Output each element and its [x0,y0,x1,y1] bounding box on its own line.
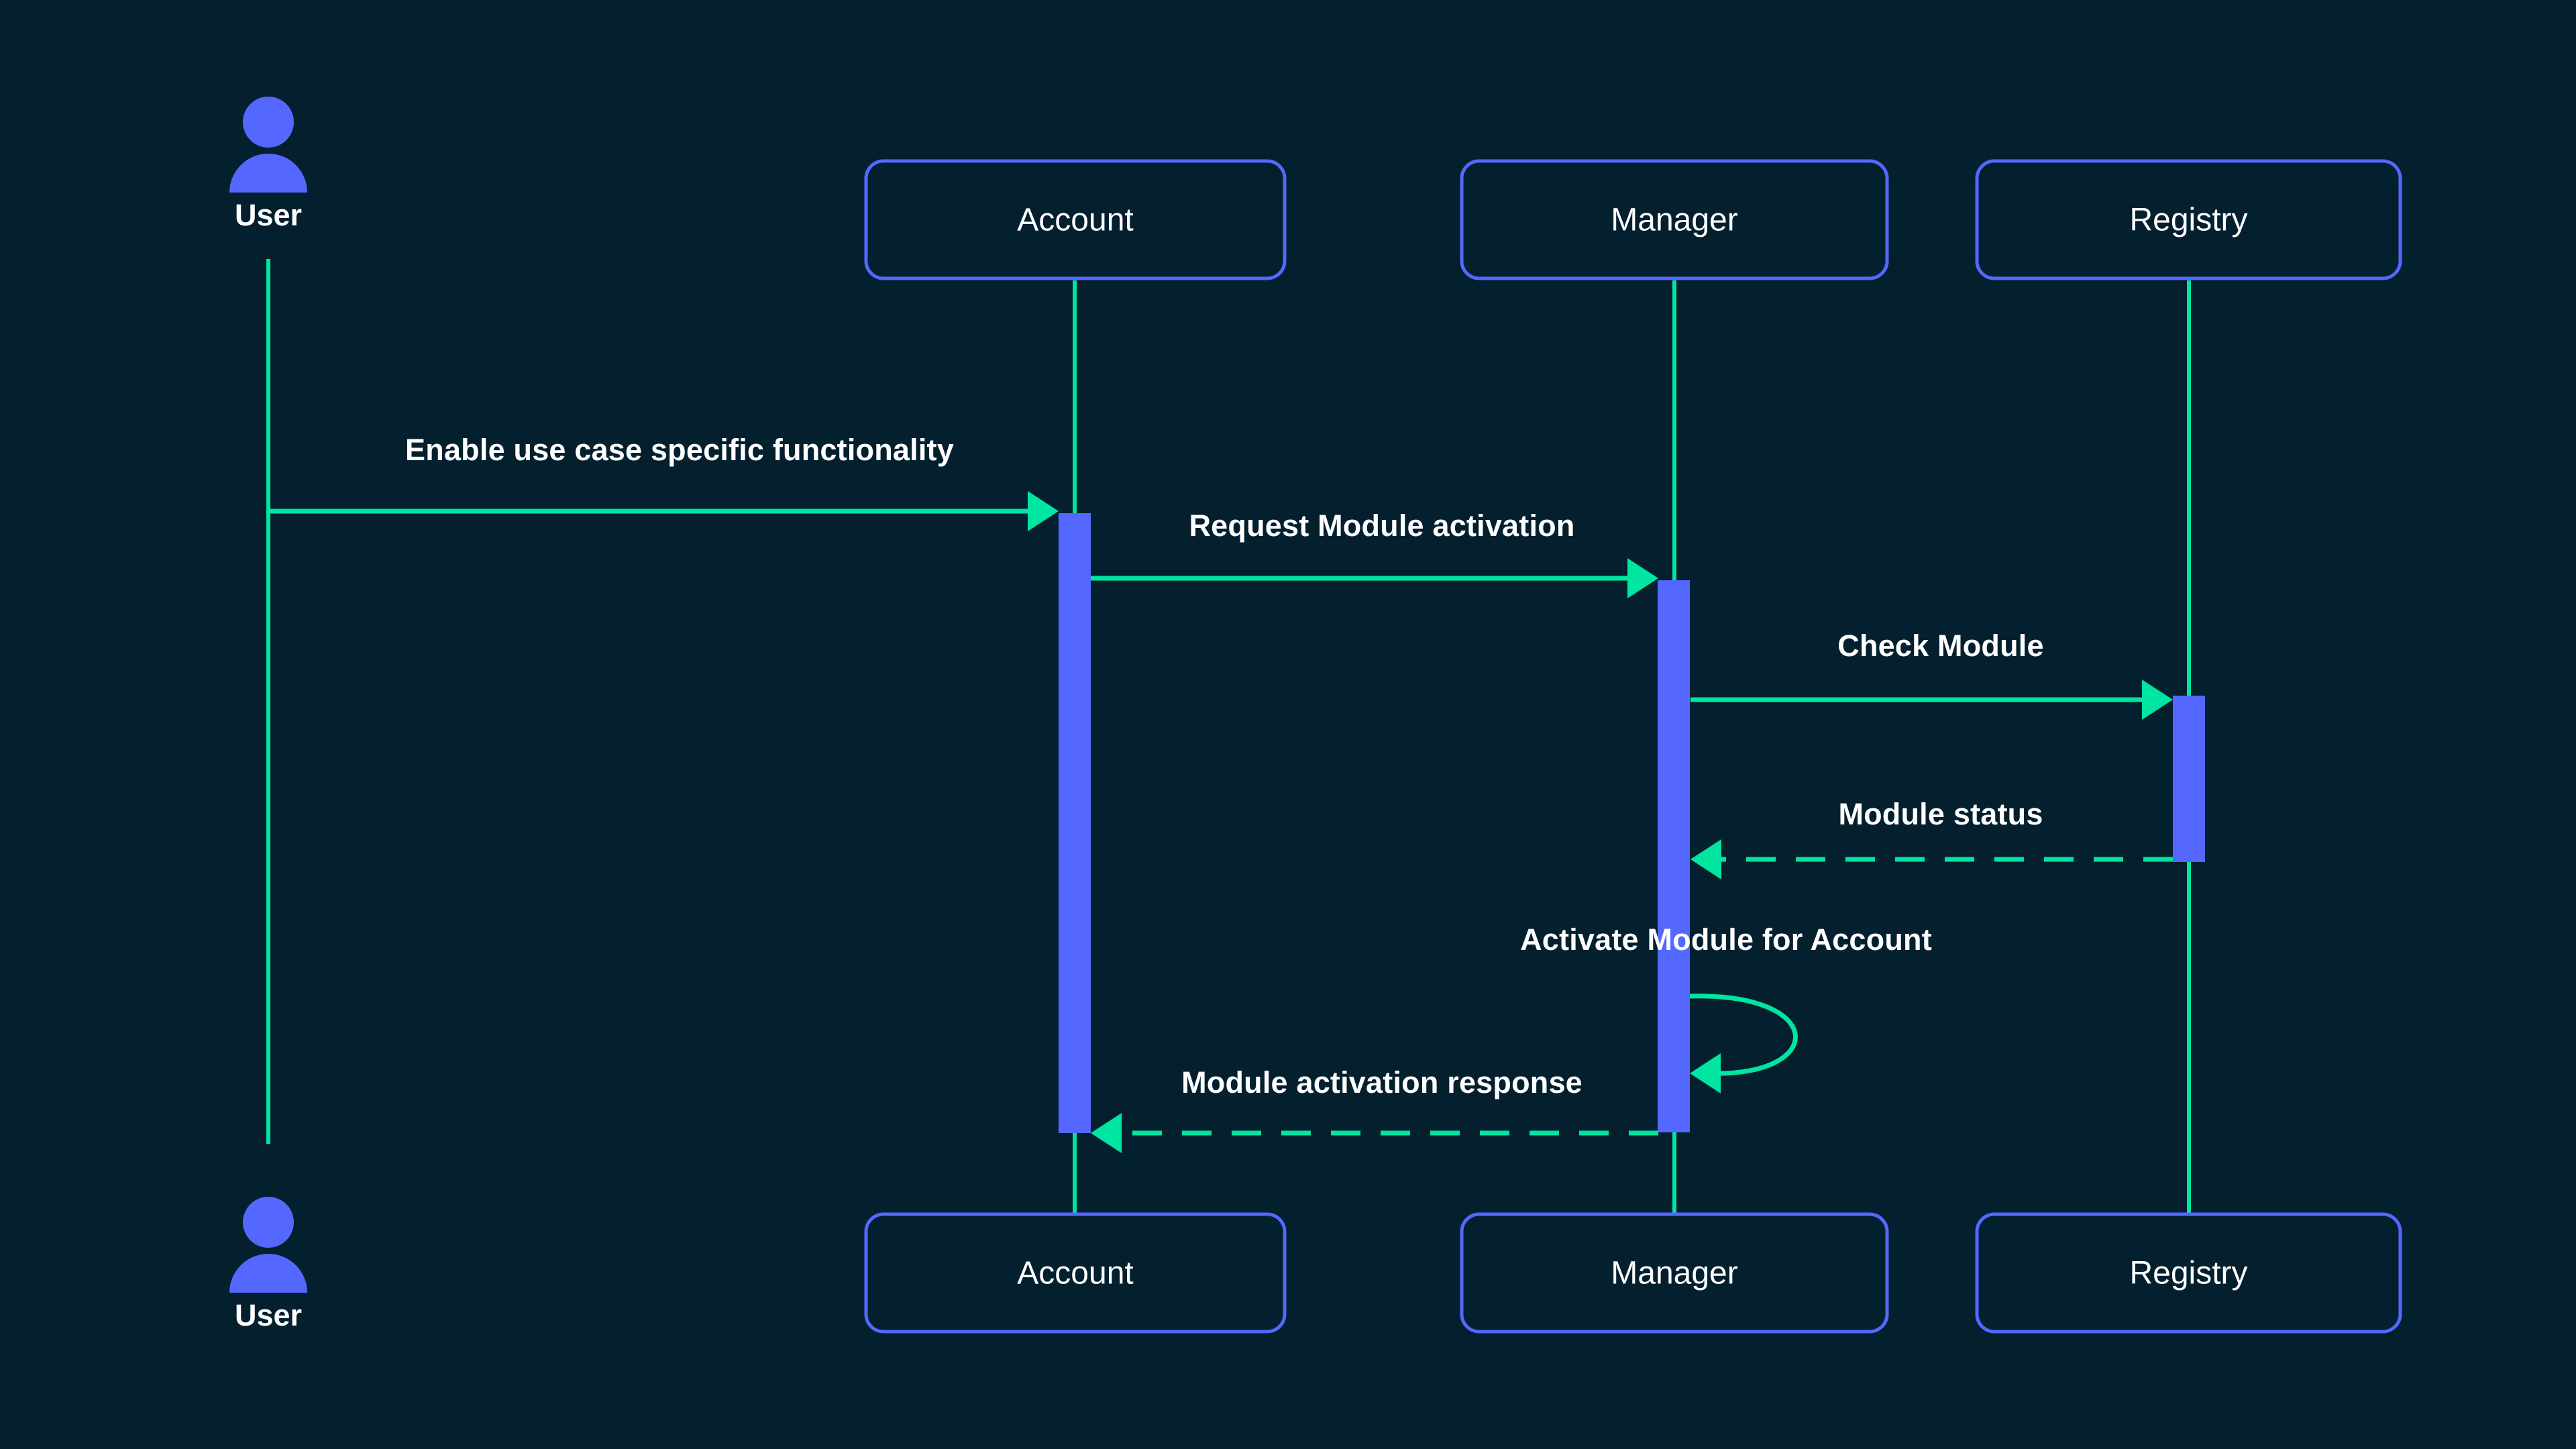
participant-box-label-bottom-registry: Registry [2129,1255,2248,1291]
participant-box-label-top-account: Account [1017,202,1134,237]
participant-box-top-account[interactable] [864,159,1287,280]
message-arrowhead-m4 [1690,839,1721,879]
actor-head-icon [243,97,294,148]
message-arrowhead-m2 [1627,558,1658,598]
activation-bars-group [1059,513,2205,1133]
lifelines-group [266,259,2191,1213]
participant-box-top-manager[interactable] [1460,159,1889,280]
participant-box-label-top-registry: Registry [2129,202,2248,237]
actor-label-user-bottom: User [234,1298,303,1332]
message-arrowhead-m6 [1091,1113,1122,1153]
message-line-m5 [1689,994,1798,1076]
participant-box-label-bottom-manager: Manager [1611,1255,1738,1291]
activation-bar-account[interactable] [1059,513,1091,1133]
message-arrows-group [268,491,2173,1153]
participant-box-label-top-manager: Manager [1611,202,1738,237]
actor-body-icon [229,1254,307,1293]
participant-boxes-group [864,159,2402,1334]
message-arrowhead-m1 [1028,491,1059,531]
message-arrowhead-m5 [1690,1053,1721,1093]
activation-bar-registry[interactable] [2173,696,2205,862]
message-arrowhead-m3 [2142,680,2173,720]
actor-label-user-top: User [234,198,303,232]
actor-head-icon [243,1197,294,1248]
actor-body-icon [229,154,307,193]
activation-bar-manager[interactable] [1658,580,1690,1132]
participant-box-bottom-account[interactable] [864,1212,1287,1334]
participant-box-top-registry[interactable] [1975,159,2402,280]
user-top-icon-group [229,97,307,193]
user-bottom-icon-group [229,1197,307,1293]
participant-box-bottom-registry[interactable] [1975,1212,2402,1334]
actor-icons-group [229,97,307,1293]
participant-box-bottom-manager[interactable] [1460,1212,1889,1334]
participant-box-label-bottom-account: Account [1017,1255,1134,1291]
